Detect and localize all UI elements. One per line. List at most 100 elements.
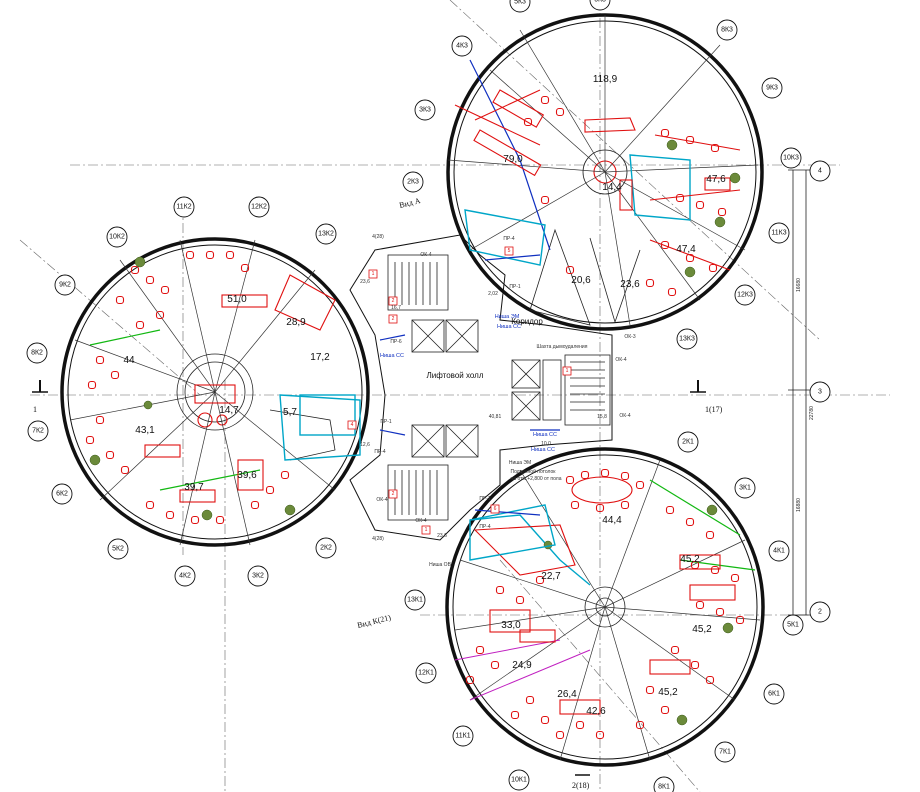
axis-bubble-3: 3 [809, 381, 831, 403]
axis-bubble-circle [452, 725, 474, 747]
axis-bubble-label: 10К1 [511, 777, 527, 784]
axis-bubble-circle [761, 77, 783, 99]
area-118-9: 118,9 [593, 74, 618, 85]
axis-bubble-label: 8К3 [721, 27, 733, 34]
label-ok4-d: ОК-4 [376, 497, 387, 503]
label-pr4-c: ПР-4 [374, 449, 386, 455]
room-corridor: Коридор [511, 317, 543, 326]
axis-bubble-label: 11К3 [771, 230, 786, 237]
axis-bubble-label: 2 [818, 609, 822, 616]
area-14-7: 14,7 [219, 405, 239, 416]
section-markers: 1 1(17) 2(18) Вид А Вид К(21) [32, 196, 723, 790]
axis-bubble-8k2: 8К2 [26, 342, 48, 364]
axis-bubble-circle [809, 601, 831, 623]
central-core: 1 2 2 1 2 1 4 5 6 Коридор Лифтовой холл … [299, 209, 636, 568]
axis-bubble-circle [26, 342, 48, 364]
axis-bubble-label: 4К2 [179, 573, 191, 580]
axis-bubble-circle [734, 477, 756, 499]
label-nisha-em-1: Ниша ЭМ [495, 314, 520, 320]
section-1-17: 1(17) [705, 405, 723, 414]
axis-bubble-label: 12К2 [251, 204, 267, 211]
section-2-18: 2(18) [572, 781, 590, 790]
axis-bubble-label: 3К2 [252, 573, 264, 580]
axis-bubble-11k3: 11К3 [768, 222, 790, 244]
area-2-02: 2,02 [488, 291, 498, 297]
axis-bubble-4k3: 4К3 [451, 35, 473, 57]
area-5-7: 5,7 [283, 407, 297, 418]
axis-bubble-circle [247, 565, 269, 587]
label-ok4-c: ОК-4 [619, 413, 630, 419]
label-nisha-ss-3: Ниша СС [533, 432, 557, 438]
axis-bubble-label: 8К1 [658, 784, 670, 791]
area-20-6: 20,6 [571, 275, 591, 286]
dim-16680: 16680 [796, 278, 802, 292]
elevator-shafts-east [511, 359, 562, 421]
axis-bubble-circle [402, 171, 424, 193]
axis-bubble-label: 5К3 [514, 0, 526, 6]
axis-bubble-circle [27, 420, 49, 442]
axis-bubble-label: 11К1 [455, 733, 470, 740]
label-pr4-b: ПР-4 [479, 524, 491, 530]
axis-bubble-circle [54, 274, 76, 296]
axis-bubble-8k3: 8К3 [716, 19, 738, 41]
label-pr1-c: ПР-1 [479, 496, 491, 502]
axis-bubble-7k2: 7К2 [27, 420, 49, 442]
area-47-4: 47,4 [676, 244, 696, 255]
area-23-6: 23,6 [620, 279, 640, 290]
label-ceiling-1: Подвесной потолок [510, 468, 556, 475]
area-79-0: 79,0 [503, 154, 523, 165]
area-16-7: 16,7 [391, 305, 401, 311]
axis-bubble-circle [734, 284, 756, 306]
svg-text:2: 2 [392, 316, 395, 322]
view-a: Вид А [398, 196, 421, 210]
axis-bubble-label: 12К3 [737, 292, 753, 299]
circle-wing-k3: 118,9 79,0 14,4 47,6 47,4 20,6 23,6 [446, 13, 764, 331]
axis-bubble-label: 4 [818, 168, 822, 175]
label-nisha-ss-1: Ниша СС [497, 324, 521, 330]
area-23-6c: 23,6 [437, 533, 447, 539]
axis-bubble-label: 6К1 [768, 691, 780, 698]
area-44-4: 44,4 [602, 515, 622, 526]
axis-bubble-circle [714, 741, 736, 763]
axis-bubble-circle [107, 538, 129, 560]
view-k: Вид К(21) [356, 613, 392, 630]
axis-bubble-circle [415, 662, 437, 684]
axis-bubble-3k3: 3К3 [414, 99, 436, 121]
svg-text:5: 5 [508, 248, 511, 254]
room-lift-hall: Лифтовой холл [427, 371, 484, 380]
axis-bubble-label: 11К2 [176, 204, 191, 211]
label-nisha-ss-2: Ниша СС [380, 353, 404, 359]
axis-bubble-6k2: 6К2 [51, 483, 73, 505]
area-12-6: 12,6 [360, 442, 370, 448]
axis-bubble-4k1: 4К1 [768, 540, 790, 562]
axis-bubble-2: 2 [809, 601, 831, 623]
axis-bubble-circle [780, 147, 802, 169]
axis-bubble-5k1: 5К1 [782, 614, 804, 636]
axis-bubble-label: 5К2 [112, 546, 124, 553]
svg-text:2: 2 [392, 298, 395, 304]
circle-wing-k2: 51,0 28,9 44 17,2 14,7 5,7 43,1 39,7 39,… [60, 237, 370, 547]
axis-bubble-circle [782, 614, 804, 636]
room-smoke-shaft: Шахта дымоудаления [537, 344, 588, 350]
axis-bubble-5k3: 5К3 [509, 0, 531, 13]
axis-bubble-circle [716, 19, 738, 41]
label-pr1-a: ПР-1 [380, 419, 392, 425]
axis-bubble-circle [414, 99, 436, 121]
axis-bubble-label: 13К3 [679, 336, 695, 343]
area-42-6: 42,6 [586, 706, 606, 717]
axis-bubble-3k1: 3К1 [734, 477, 756, 499]
axis-bubble-13k3: 13К3 [676, 328, 698, 350]
axis-bubble-10k3: 10К3 [780, 147, 802, 169]
elevator-shafts-west [411, 319, 479, 458]
axis-bubble-label: 10К2 [109, 234, 125, 241]
area-28-9: 28,9 [286, 317, 306, 328]
axis-bubble-circle [677, 431, 699, 453]
axis-bubble-3k2: 3К2 [247, 565, 269, 587]
axis-bubble-circle [653, 776, 675, 792]
area-33-0: 33,0 [501, 620, 521, 631]
axis-bubble-6k3: 6К3 [589, 0, 611, 11]
axis-bubble-circle [676, 328, 698, 350]
axis-bubble-4: 4 [809, 160, 831, 182]
